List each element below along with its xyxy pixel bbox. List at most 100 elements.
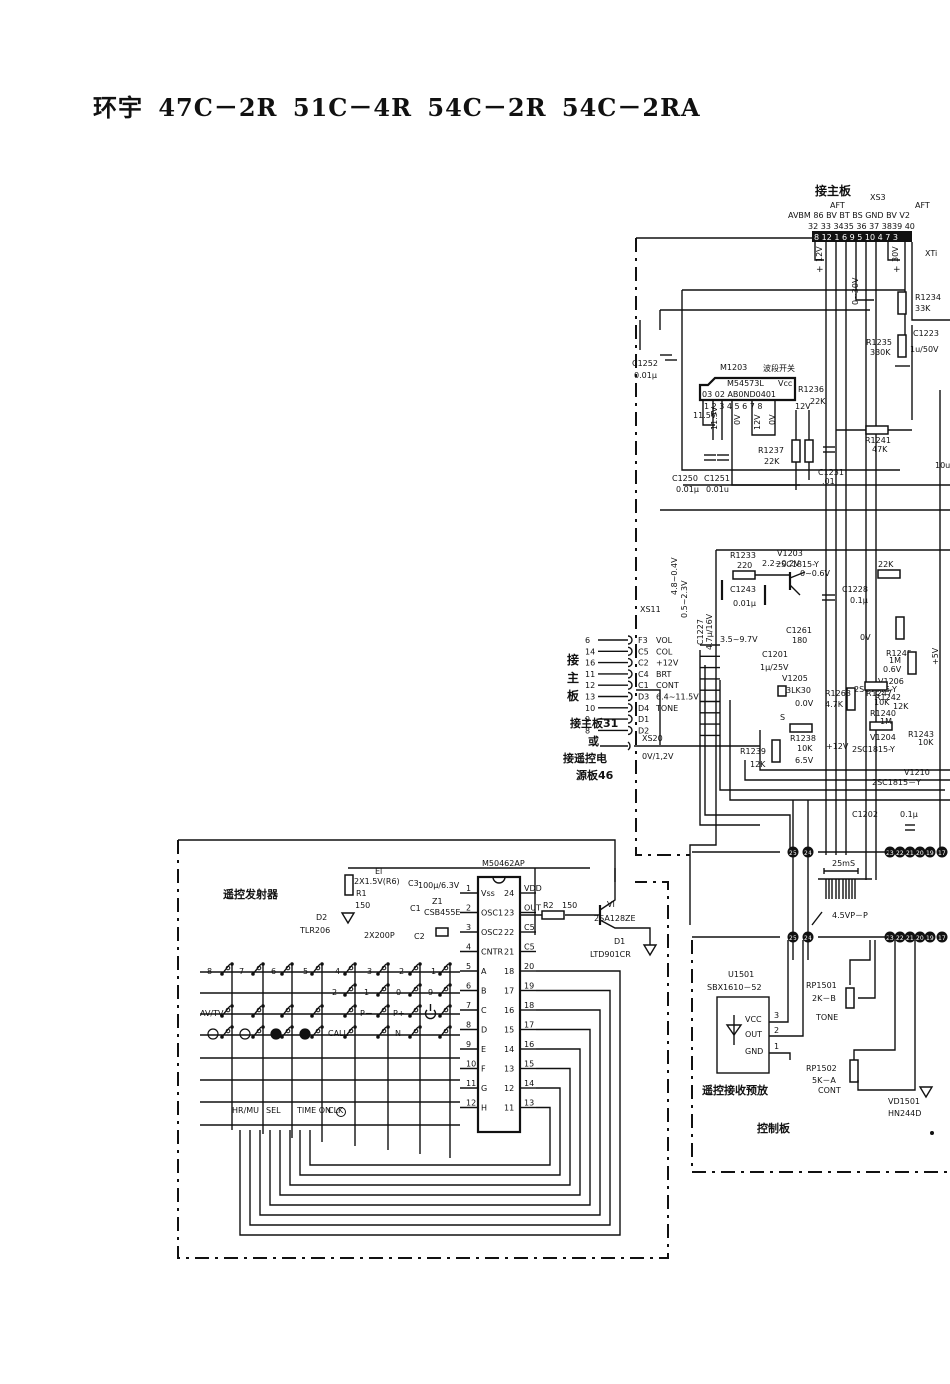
key-symbol-icon (239, 1028, 251, 1040)
r1239: R1239 12K (740, 739, 781, 769)
key-label: 3 (367, 967, 372, 976)
ic-pin-number: 15 (504, 1026, 514, 1035)
xti-label: XTi (925, 249, 937, 258)
svg-text:C1251: C1251 (704, 474, 730, 483)
svg-text:11.5V: 11.5V (693, 411, 717, 420)
svg-text:220: 220 (737, 561, 752, 570)
v1203: V1203 2SC1815-Y 0~0.6V (755, 549, 831, 596)
xs11-pin-number: 11 (585, 670, 595, 679)
v-top-label: 2.2~0.2V (762, 559, 800, 568)
key-label: 1 (431, 967, 436, 976)
key-label: 1 (364, 988, 369, 997)
svg-text:1 2 3 4 5 6 7 8: 1 2 3 4 5 6 7 8 (704, 402, 763, 411)
ic-pin-name: 18 (524, 1001, 534, 1010)
c1243: C1243 0.01μ (720, 580, 767, 608)
svg-text:主: 主 (567, 670, 579, 685)
svg-text:或: 或 (588, 734, 599, 748)
svg-text:C1223: C1223 (913, 329, 939, 338)
xs3-bus-wires (639, 242, 950, 880)
c1252: C1252 0.01μ (632, 354, 677, 380)
connector-pin: 20 (914, 931, 926, 943)
svg-text:R1247: R1247 (866, 689, 892, 698)
r1234: R1234 33K (897, 291, 941, 315)
xs11-pin-code: D1 (638, 715, 649, 724)
ic-pin-number: 11 (466, 1079, 476, 1088)
ic-pin-name: 19 (524, 982, 534, 991)
xs11-pin-code: D4 (638, 704, 649, 713)
ic-pin-number: 2 (466, 904, 471, 913)
svg-text:C1261: C1261 (786, 626, 812, 635)
svg-text:12V: 12V (753, 414, 762, 430)
svg-text:2SC1815－Y: 2SC1815－Y (872, 778, 921, 787)
svg-text:0.01u: 0.01u (706, 485, 729, 494)
ic-pin-name: CNTR (481, 948, 503, 957)
ic-pin-name: B (481, 987, 487, 996)
key-symbol-icon (270, 1028, 282, 1040)
svg-text:C1250: C1250 (672, 474, 698, 483)
key-switch (310, 1025, 324, 1039)
svg-text:2SC1815-Y: 2SC1815-Y (852, 745, 895, 754)
ic-pin-number: 16 (504, 1006, 514, 1015)
svg-text:C1227: C1227 (696, 619, 705, 645)
svg-text:LTD901CR: LTD901CR (590, 950, 631, 959)
svg-text:2: 2 (774, 1026, 779, 1035)
svg-text:XS11: XS11 (640, 605, 661, 614)
aft-label-1: AFT (830, 201, 845, 210)
svg-text:25mS: 25mS (832, 859, 855, 868)
svg-text:Z1: Z1 (432, 897, 443, 906)
svg-text:U1501: U1501 (728, 970, 754, 979)
svg-text:R2: R2 (543, 901, 554, 910)
svg-text:3LK30: 3LK30 (786, 686, 811, 695)
mid-bus-wires (660, 390, 950, 850)
svg-text:5K－A: 5K－A (812, 1076, 836, 1085)
svg-text:El: El (375, 867, 382, 876)
connector-pin-number: 21 (906, 935, 914, 942)
key-label: 7 (239, 967, 244, 976)
main-board-outline (635, 237, 950, 1173)
ic-pin-number: 11 (504, 1104, 514, 1113)
xs11-pin-signal: +12V (656, 659, 679, 668)
connector-pin-number: 20 (916, 935, 924, 942)
svg-text:SBX1610－52: SBX1610－52 (707, 983, 762, 992)
c1202: C1202 0.1μ (852, 810, 918, 831)
r1233: R1233 220 (730, 551, 756, 580)
ic-pin-number: 14 (504, 1045, 514, 1054)
ic-pin-name: Vss (481, 889, 495, 898)
svg-text:VD1501: VD1501 (888, 1097, 920, 1106)
xs11-pin-code: C2 (638, 659, 649, 668)
c1228: C1228 0.1μ (822, 585, 868, 605)
ic-pin-number: 5 (466, 962, 471, 971)
connector-pin-number: 19 (926, 935, 934, 942)
svg-text:V1206: V1206 (878, 677, 904, 686)
svg-text:R1242: R1242 (875, 693, 901, 702)
connector-pin-number: 23 (886, 935, 894, 942)
svg-text:10K: 10K (797, 744, 813, 753)
svg-text:V1205: V1205 (782, 674, 808, 683)
xs11-pin-number: 13 (585, 693, 595, 702)
xs11-pin-signal: BRT (656, 670, 671, 679)
c1201: C1201 1μ/25V (760, 650, 789, 672)
ic-pin-number: 10 (466, 1060, 476, 1069)
key-switch (280, 962, 294, 976)
xs3-connector: 接主板 XS3 AFT AFT AVBM 86 BV BT BS GND BV … (788, 183, 937, 305)
key-switch (280, 1004, 294, 1018)
key-switch (408, 962, 422, 976)
svg-text:0.01μ: 0.01μ (634, 371, 657, 380)
svg-text:接主板31: 接主板31 (570, 716, 618, 730)
key-switch (220, 962, 234, 976)
ic-left-pin: 10F (460, 1060, 486, 1074)
r1242: R1242 12K (875, 651, 917, 711)
svg-text:接遥控电: 接遥控电 (563, 751, 607, 765)
svg-text:R1240: R1240 (870, 709, 896, 718)
ic-left-pin: 12H (460, 1099, 487, 1113)
svg-text:6.5V: 6.5V (795, 756, 814, 765)
svg-text:2SA128ZE: 2SA128ZE (594, 914, 636, 923)
svg-text:0.1μ: 0.1μ (900, 810, 918, 819)
svg-text:12K: 12K (750, 760, 766, 769)
svg-text:TLR206: TLR206 (299, 926, 330, 935)
r1243-ref: R1243 (908, 730, 934, 739)
